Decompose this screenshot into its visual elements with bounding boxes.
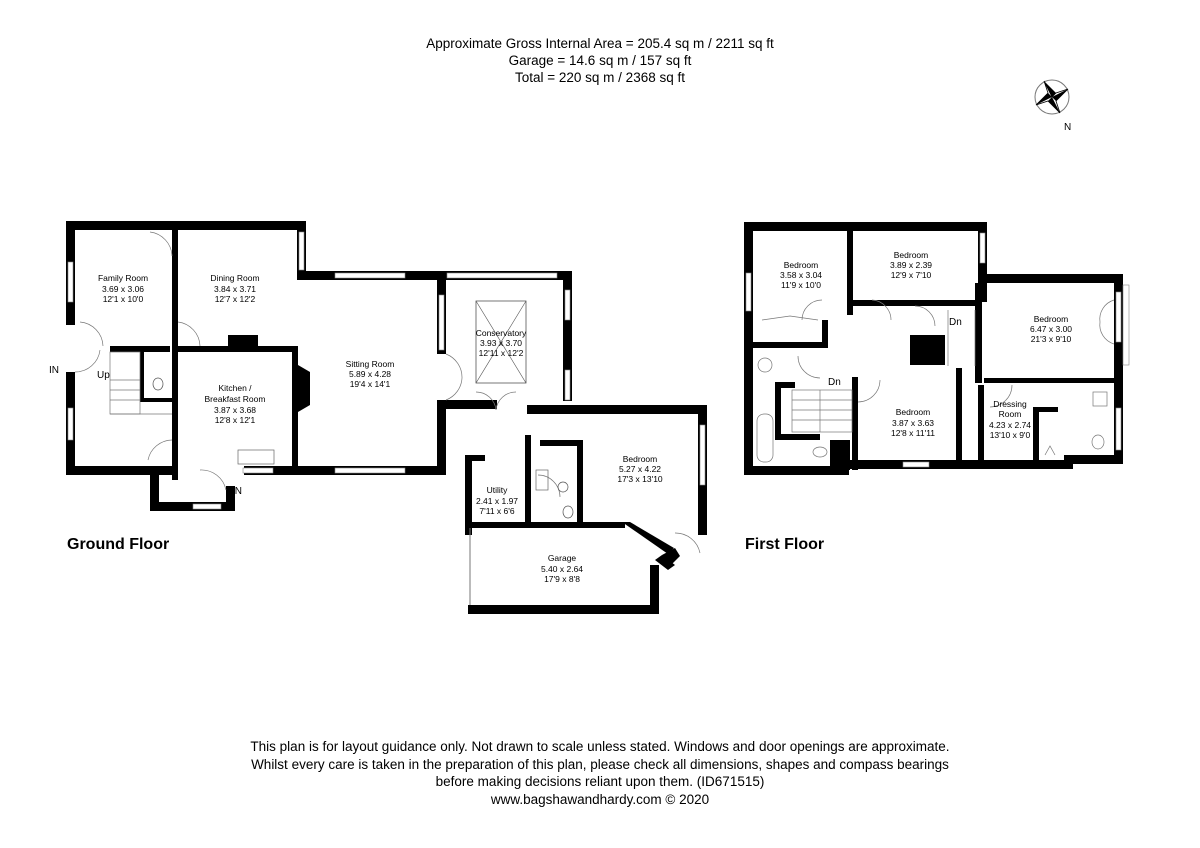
svg-text:Sitting Room: Sitting Room	[346, 359, 395, 369]
svg-text:3.58 x 3.04: 3.58 x 3.04	[780, 270, 822, 280]
compass-north-label: N	[1064, 122, 1071, 133]
svg-text:11'9 x 10'0: 11'9 x 10'0	[781, 280, 821, 290]
first-floor-plan	[744, 222, 1130, 475]
svg-text:12'11 x 12'2: 12'11 x 12'2	[479, 348, 524, 358]
room-label-first-bedroom-3: Bedroom 6.47 x 3.00 21'3 x 9'10	[1030, 314, 1072, 344]
ground-floor-plan	[66, 221, 707, 614]
ground-floor-room-labels: Family Room 3.69 x 3.06 12'1 x 10'0 Dini…	[49, 273, 663, 584]
first-floor-room-labels: Bedroom 3.58 x 3.04 11'9 x 10'0 Bedroom …	[780, 250, 1072, 440]
svg-text:5.89 x 4.28: 5.89 x 4.28	[349, 369, 391, 379]
total-area: Total = 220 sq m / 2368 sq ft	[515, 70, 685, 85]
svg-text:3.84 x 3.71: 3.84 x 3.71	[214, 284, 256, 294]
svg-text:Bedroom: Bedroom	[894, 250, 929, 260]
svg-text:19'4 x 14'1: 19'4 x 14'1	[350, 379, 391, 389]
svg-text:Breakfast Room: Breakfast Room	[205, 394, 266, 404]
svg-text:3.87 x 3.68: 3.87 x 3.68	[214, 405, 256, 415]
room-label-dressing-room: Dressing Room 4.23 x 2.74 13'10 x 9'0	[989, 399, 1031, 440]
svg-text:17'3 x 13'10: 17'3 x 13'10	[617, 474, 663, 484]
svg-text:3.89 x 2.39: 3.89 x 2.39	[890, 260, 932, 270]
disclaimer-line-2: Whilst every care is taken in the prepar…	[251, 756, 949, 772]
entrance-label-front: IN	[49, 365, 59, 376]
svg-text:17'9 x 8'8: 17'9 x 8'8	[544, 574, 580, 584]
room-label-conservatory: Conservatory 3.93 x 3.70 12'11 x 12'2	[476, 328, 527, 358]
svg-text:12'9 x 7'10: 12'9 x 7'10	[891, 270, 932, 280]
svg-text:7'11 x 6'6: 7'11 x 6'6	[479, 506, 514, 516]
svg-text:12'7 x 12'2: 12'7 x 12'2	[215, 294, 256, 304]
svg-text:12'8 x 11'11: 12'8 x 11'11	[891, 428, 935, 438]
room-label-dining-room: Dining Room 3.84 x 3.71 12'7 x 12'2	[210, 273, 259, 304]
svg-text:Family Room: Family Room	[98, 273, 148, 283]
disclaimer: This plan is for layout guidance only. N…	[0, 738, 1200, 808]
svg-text:Garage: Garage	[548, 553, 577, 563]
compass-rose-icon: N	[1034, 79, 1071, 133]
svg-text:Bedroom: Bedroom	[896, 407, 931, 417]
room-label-kitchen: Kitchen / Breakfast Room 3.87 x 3.68 12'…	[205, 383, 266, 425]
gross-internal-area: Approximate Gross Internal Area = 205.4 …	[426, 36, 774, 51]
svg-text:12'8 x 12'1: 12'8 x 12'1	[215, 415, 256, 425]
room-label-family-room: Family Room 3.69 x 3.06 12'1 x 10'0	[98, 273, 148, 304]
room-label-first-bedroom-4: Bedroom 3.87 x 3.63 12'8 x 11'11	[891, 407, 935, 438]
svg-text:3.87 x 3.63: 3.87 x 3.63	[892, 418, 934, 428]
website-copyright: www.bagshawandhardy.com © 2020	[490, 791, 710, 807]
svg-text:2.41 x 1.97: 2.41 x 1.97	[476, 496, 518, 506]
room-label-utility: Utility 2.41 x 1.97 7'11 x 6'6	[476, 485, 518, 516]
svg-text:21'3 x 9'10: 21'3 x 9'10	[1031, 334, 1072, 344]
disclaimer-line-3: before making decisions reliant upon the…	[435, 774, 765, 789]
room-label-first-bedroom-1: Bedroom 3.58 x 3.04 11'9 x 10'0	[780, 260, 822, 290]
disclaimer-line-1: This plan is for layout guidance only. N…	[250, 739, 950, 754]
svg-text:5.40 x 2.64: 5.40 x 2.64	[541, 564, 583, 574]
room-label-ground-bedroom: Bedroom 5.27 x 4.22 17'3 x 13'10	[617, 454, 663, 484]
svg-text:Dressing: Dressing	[993, 399, 1027, 409]
room-label-sitting-room: Sitting Room 5.89 x 4.28 19'4 x 14'1	[346, 359, 395, 389]
svg-text:Bedroom: Bedroom	[623, 454, 658, 464]
svg-text:13'10 x 9'0: 13'10 x 9'0	[990, 430, 1031, 440]
first-floor-title: First Floor	[745, 536, 825, 553]
stair-down-label-2: Dn	[828, 377, 841, 388]
svg-text:3.93 x 3.70: 3.93 x 3.70	[480, 338, 522, 348]
svg-text:5.27 x 4.22: 5.27 x 4.22	[619, 464, 661, 474]
ground-floor-title: Ground Floor	[67, 536, 170, 553]
svg-text:Bedroom: Bedroom	[1034, 314, 1069, 324]
stair-down-label-1: Dn	[949, 317, 962, 328]
svg-text:Conservatory: Conservatory	[476, 328, 527, 338]
stair-up-label: Up	[97, 370, 110, 381]
room-label-garage: Garage 5.40 x 2.64 17'9 x 8'8	[541, 553, 583, 584]
svg-text:6.47 x 3.00: 6.47 x 3.00	[1030, 324, 1072, 334]
room-label-first-bedroom-2: Bedroom 3.89 x 2.39 12'9 x 7'10	[890, 250, 932, 280]
svg-text:4.23 x 2.74: 4.23 x 2.74	[989, 420, 1031, 430]
area-summary: Approximate Gross Internal Area = 205.4 …	[0, 35, 1200, 86]
svg-text:Kitchen /: Kitchen /	[218, 383, 252, 393]
svg-text:3.69 x 3.06: 3.69 x 3.06	[102, 284, 144, 294]
svg-text:Bedroom: Bedroom	[784, 260, 819, 270]
svg-text:12'1 x 10'0: 12'1 x 10'0	[103, 294, 144, 304]
entrance-label-side: IN	[232, 486, 242, 497]
svg-text:Room: Room	[999, 409, 1022, 419]
svg-text:Utility: Utility	[487, 485, 509, 495]
garage-area: Garage = 14.6 sq m / 157 sq ft	[508, 53, 692, 68]
svg-text:Dining Room: Dining Room	[210, 273, 259, 283]
